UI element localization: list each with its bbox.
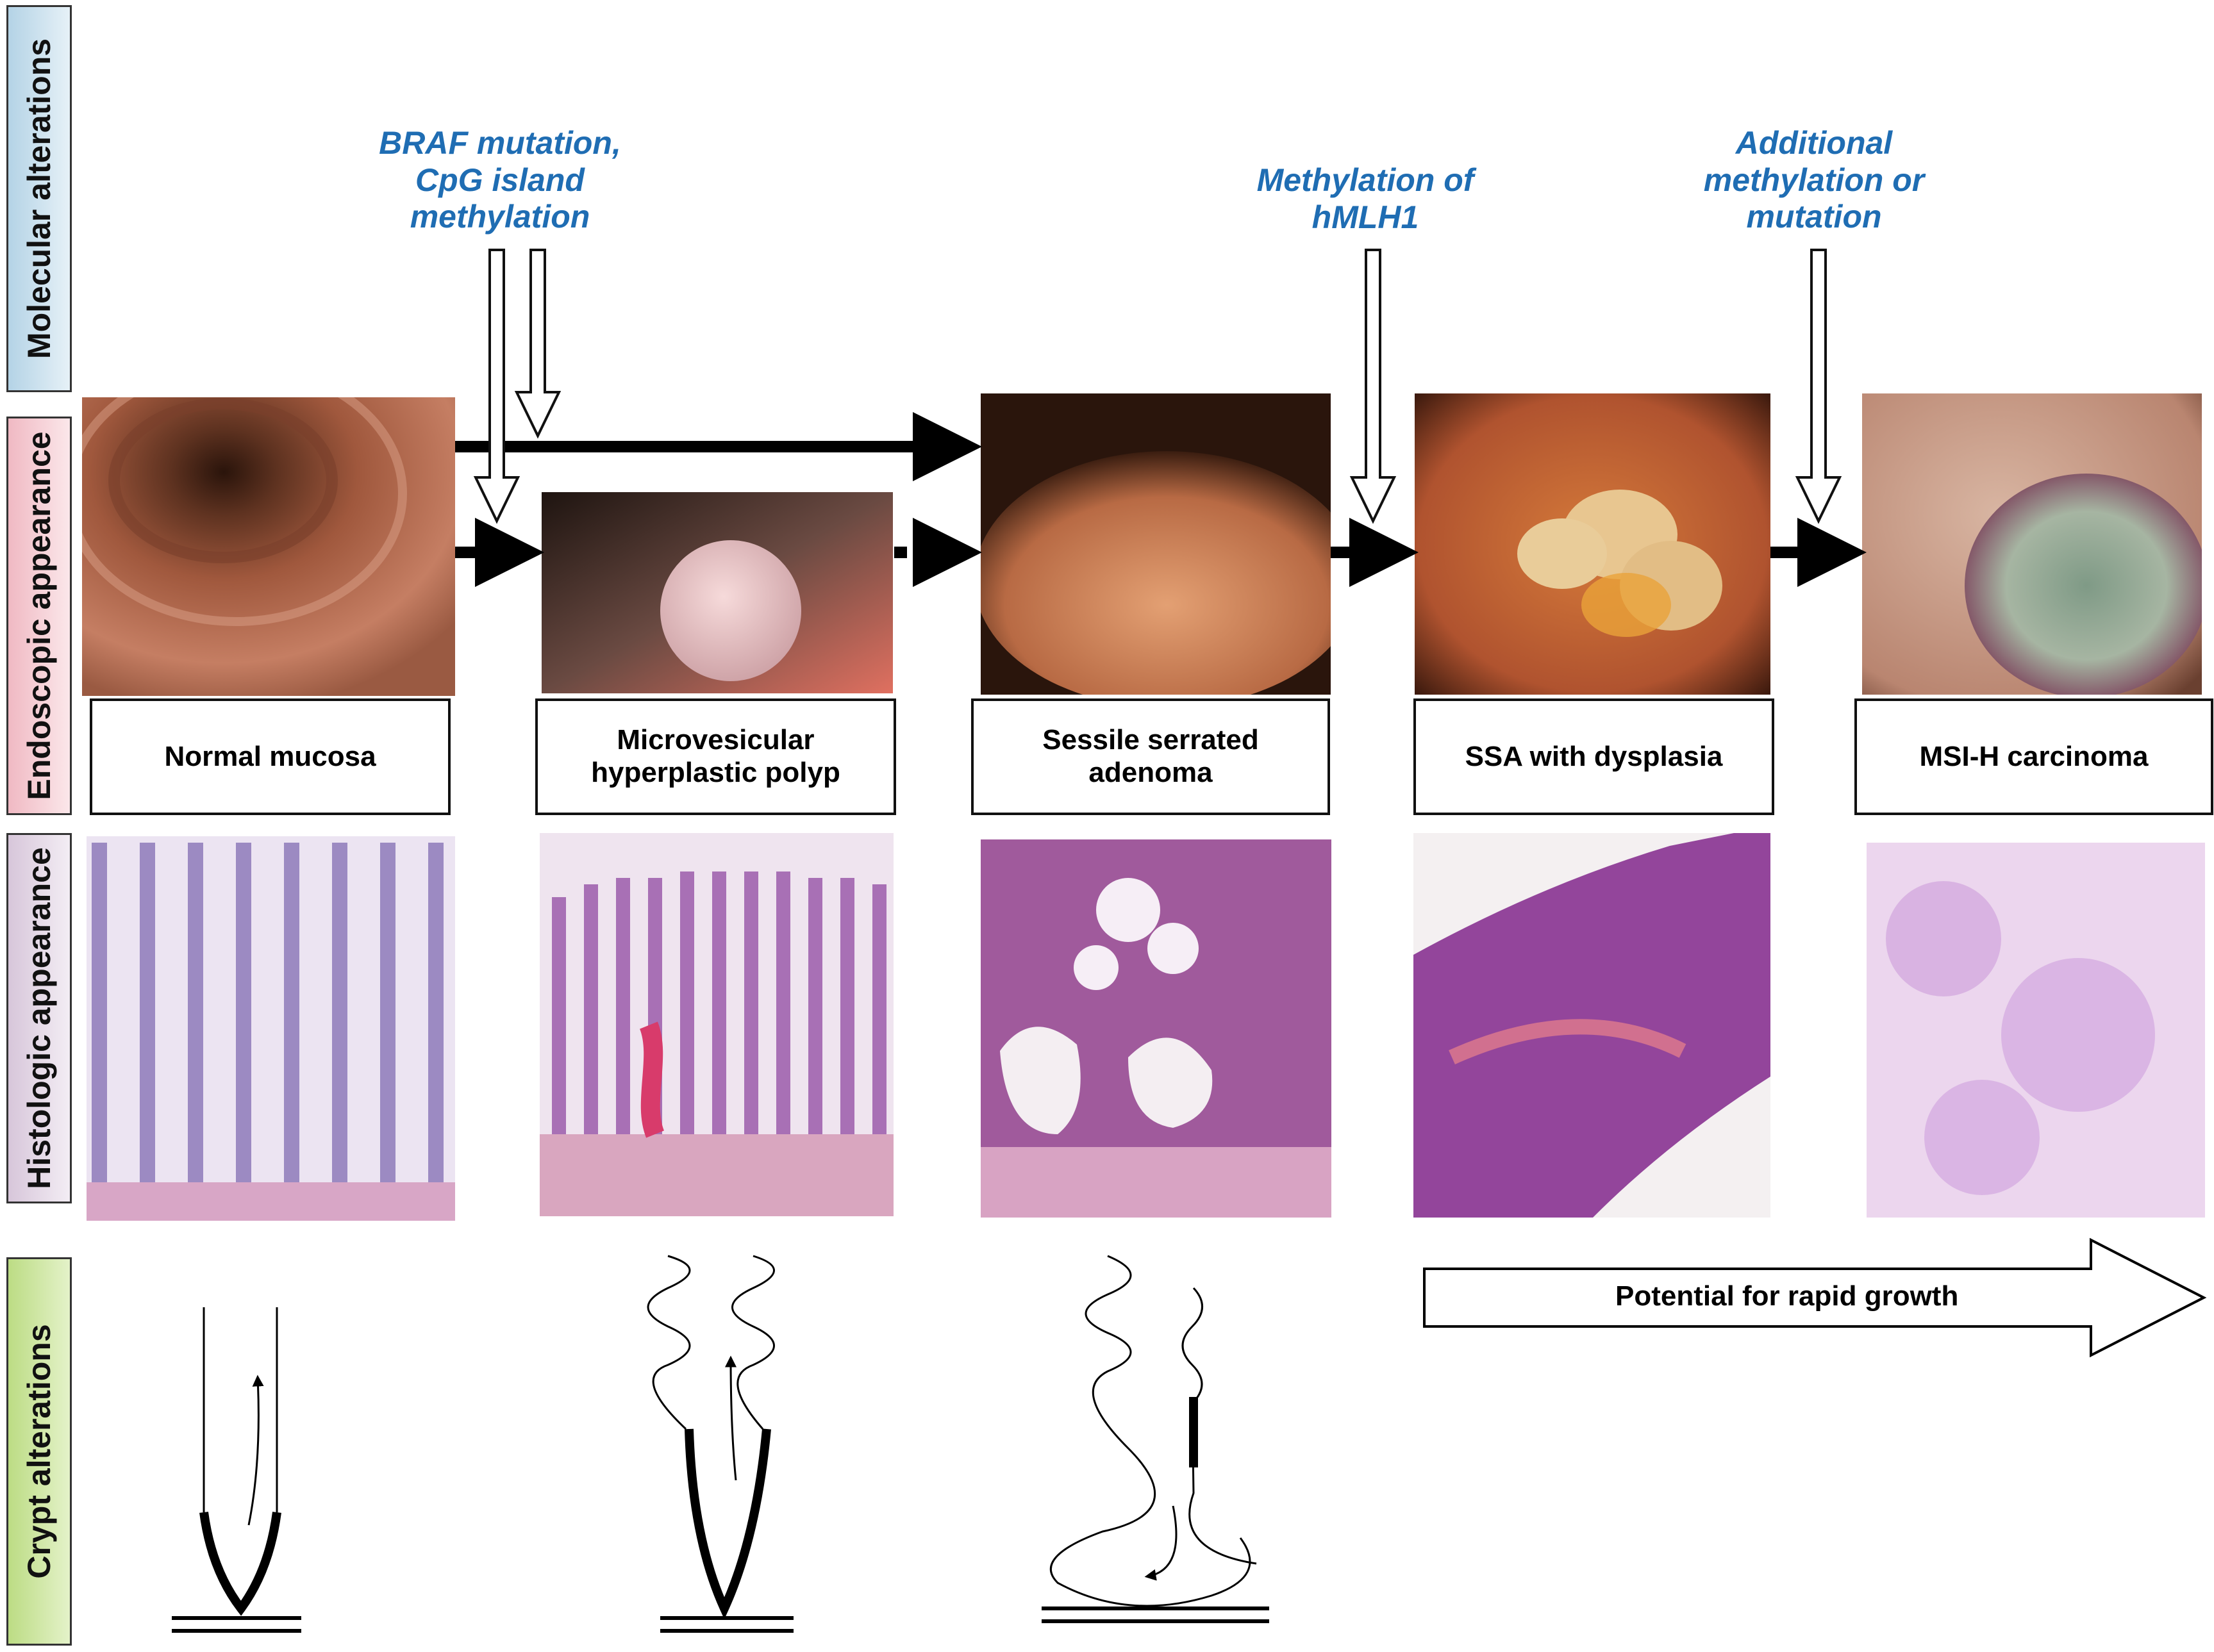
endoscopic-image-normal-mucosa: [82, 397, 455, 696]
stage-label-msi-h-carcinoma: MSI-H carcinoma: [1854, 698, 2213, 815]
crypt-diagram-hyperplastic-polyp: [647, 1255, 794, 1633]
histology-image-ssa-dysplasia: [1413, 833, 1770, 1218]
growth-arrow: [1423, 1237, 2207, 1358]
endoscopic-image-hyperplastic-polyp: [542, 492, 893, 693]
molecular-text-hmlh1: Methylation of hMLH1: [1256, 162, 1474, 235]
molecular-text-braf: BRAF mutation, CpG island methylation: [379, 125, 621, 235]
crypt-diagram-normal: [172, 1307, 301, 1633]
molecular-arrow-braf-2: [514, 249, 562, 439]
crypt-diagram-sessile-serrated-adenoma: [1042, 1255, 1269, 1623]
stage-label-hyperplastic-polyp: Microvesicular hyperplastic polyp: [535, 698, 896, 815]
molecular-arrow-additional: [1795, 249, 1842, 524]
stage-label-normal-mucosa: Normal mucosa: [90, 698, 451, 815]
stage-label-sessile-serrated-adenoma: Sessile serrated adenoma: [971, 698, 1330, 815]
histology-image-normal-mucosa: [87, 836, 455, 1221]
histology-image-msi-h-carcinoma: [1867, 843, 2205, 1218]
histology-image-sessile-serrated-adenoma: [981, 839, 1331, 1218]
row-label-endoscopic: Endoscopic appearance: [6, 417, 72, 815]
molecular-arrow-braf-1: [473, 249, 520, 524]
growth-arrow-label: Potential for rapid growth: [1615, 1280, 1959, 1312]
endoscopic-image-msi-h-carcinoma: [1862, 393, 2202, 695]
row-label-crypt: Crypt alterations: [6, 1257, 72, 1646]
row-label-molecular: Molecular alterations: [6, 5, 72, 392]
row-label-histologic: Histologic appearance: [6, 833, 72, 1203]
endoscopic-image-sessile-serrated-adenoma: [981, 393, 1331, 695]
stage-label-ssa-dysplasia: SSA with dysplasia: [1413, 698, 1774, 815]
endoscopic-image-ssa-dysplasia: [1415, 393, 1770, 695]
molecular-arrow-hmlh1: [1349, 249, 1397, 524]
molecular-text-additional: Additional methylation or mutation: [1703, 125, 1925, 235]
histology-image-hyperplastic-polyp: [540, 833, 894, 1216]
